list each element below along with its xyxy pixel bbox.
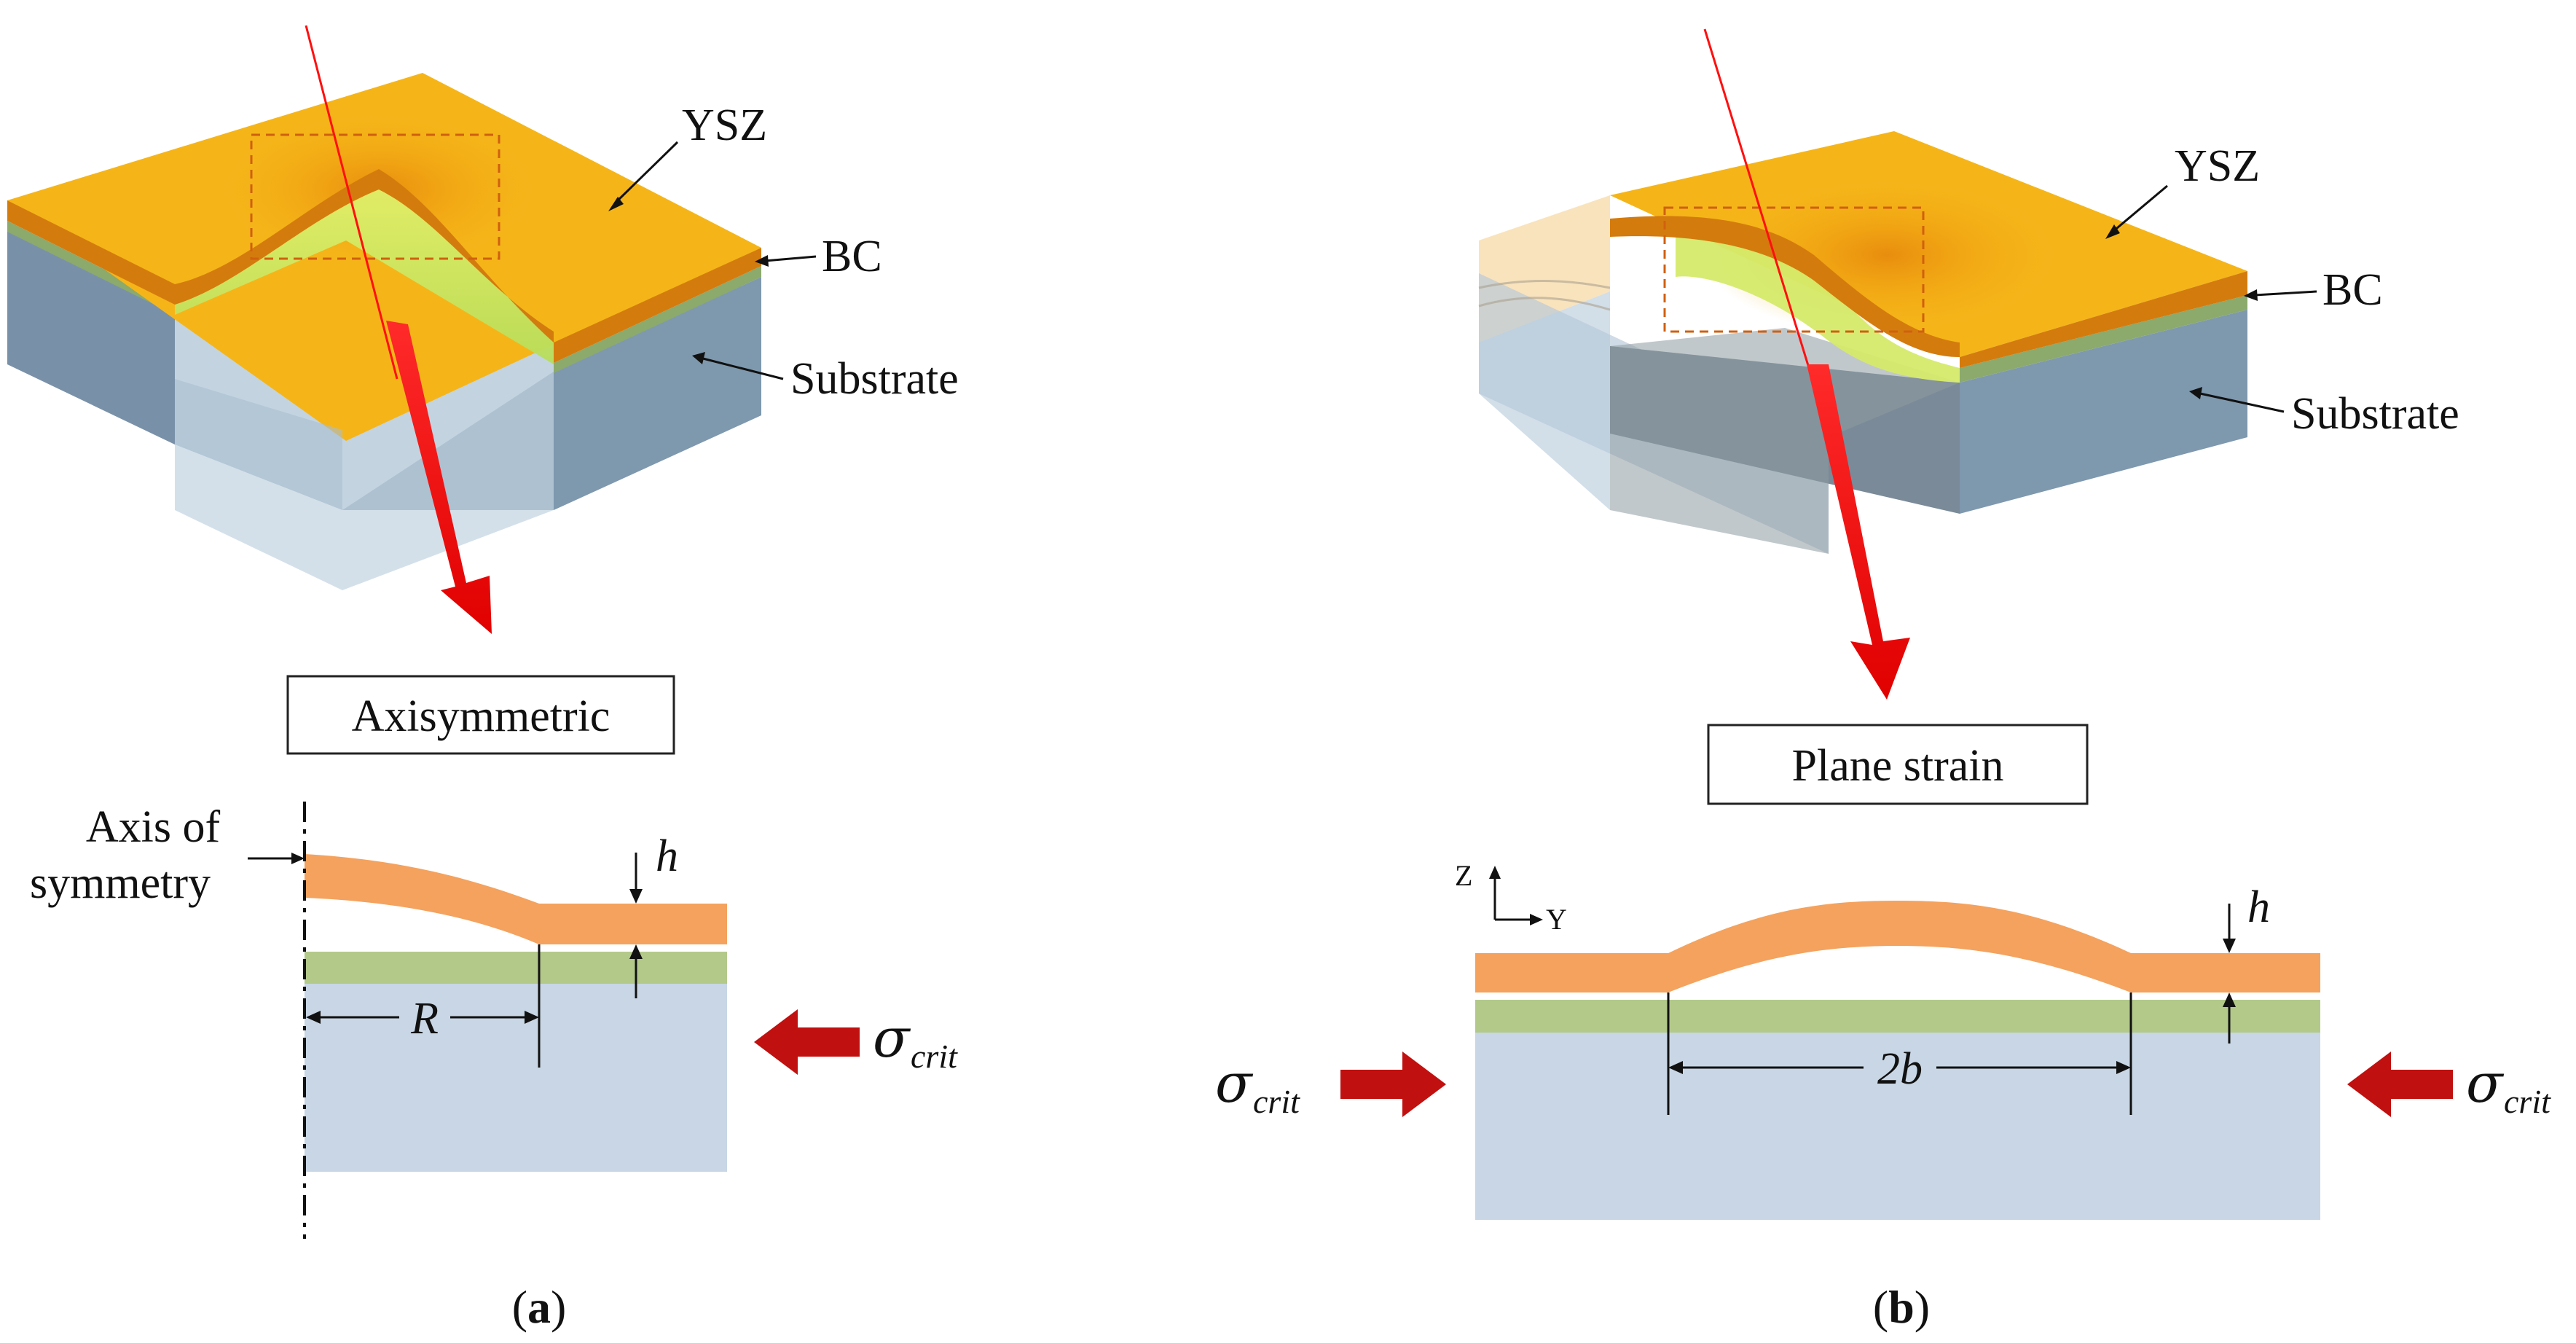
panel-a-sigma-symbol: σ: [873, 1007, 911, 1070]
panel-a-2d-section: [305, 854, 727, 1172]
panel-a-coating: [305, 854, 727, 944]
bc-right-strip: [554, 266, 761, 373]
blister-highlight-box-b: [1663, 206, 1925, 333]
panel-b-section-arrow: [1807, 364, 1910, 700]
panel-a-substrate-leader: [702, 357, 784, 380]
panel-b-substrate-leader: [2199, 392, 2285, 413]
panel-b-axis-z-label: Z: [1455, 859, 1472, 892]
panel-b-ysz-leader-head: [2105, 224, 2120, 239]
panel-b-bc-layer: [1475, 1000, 2320, 1033]
panel-a-substrate: [305, 984, 727, 1172]
panel-a-label-bc: BC: [822, 232, 882, 281]
panel-a-mode-box: [286, 675, 675, 755]
panel-b-sigma-left-symbol: σ: [1215, 1052, 1254, 1115]
panel-a-mode-label: Axisymmetric: [352, 692, 610, 741]
panel-b-sigma-left-subscript: crit: [1253, 1083, 1300, 1120]
panel-a-3d-block: [7, 73, 761, 590]
substrate-cut-bottom: [175, 445, 554, 590]
panel-b-ysz-leader: [2112, 184, 2168, 233]
panel-a-axis-leader-head: [291, 853, 305, 864]
panel-a-axis-label-line1: Axis of: [86, 802, 221, 852]
substrate-left-light-face: [175, 379, 342, 510]
blister-coating: [175, 169, 554, 342]
panel-b-bc-leader-head: [2244, 289, 2258, 301]
ysz-right-side: [554, 248, 761, 363]
panel-a-ysz-leader-head: [608, 197, 624, 211]
panel-a-label-ysz: YSZ: [682, 101, 767, 150]
panel-b-dim-2b: 2b: [1877, 1044, 1923, 1094]
panel-b-2b-label-bg: [1864, 1044, 1936, 1090]
ysz-left-side: [7, 200, 175, 305]
panel-a-ysz-leader: [614, 141, 679, 204]
panel-b-h-arrowhead-top: [2223, 939, 2236, 953]
panel-b-sigma-arrow-right: [2347, 1052, 2453, 1117]
panel-b-h-arrowhead-bottom: [2223, 992, 2236, 1007]
panel-a-sigma-arrow: [754, 1009, 860, 1075]
panel-b-caption: (b): [1873, 1281, 1930, 1333]
blister-green-core-b: [1676, 236, 1960, 383]
panel-a-bc-leader: [764, 255, 817, 262]
panel-a-substrate-leader-head: [692, 352, 705, 364]
panel-a-dim-h: h: [656, 831, 678, 881]
panel-b-bc-leader: [2254, 290, 2317, 297]
substrate-right-face: [554, 277, 761, 510]
panel-a-bc-leader-head: [755, 255, 769, 267]
panel-b-axis-y-label: Y: [1546, 903, 1567, 936]
panel-b-sigma-arrow-left: [1340, 1052, 1446, 1117]
panel-a-sigma-subscript: crit: [911, 1038, 958, 1075]
panel-b-sigma-right-symbol: σ: [2466, 1052, 2505, 1115]
panel-a-section-arrow: [386, 321, 492, 634]
bc-left-strip: [7, 221, 175, 315]
blister-highlight-box: [250, 133, 500, 260]
panel-b-label-ysz: YSZ: [2175, 141, 2260, 191]
substrate-cut-b: [1610, 328, 1960, 554]
substrate-cut-front: [342, 372, 554, 510]
panel-b-sigma-right-subscript: crit: [2504, 1083, 2551, 1120]
panel-b-3d-block: [1478, 131, 2247, 554]
panel-b-dim-h: h: [2247, 882, 2270, 932]
panel-a-label-substrate: Substrate: [790, 354, 959, 404]
panel-a-axis-label-line2: symmetry: [30, 858, 211, 908]
panel-a-r-label-bg: [399, 992, 450, 1039]
panel-a-r-head-right: [525, 1011, 539, 1024]
panel-b-mode-box: [1707, 724, 2089, 805]
ysz-right-side-b: [1960, 271, 2247, 368]
panel-b-section-line: [1703, 28, 1823, 409]
substrate-front-face: [7, 230, 175, 445]
blister-green-core: [175, 189, 554, 364]
panel-b-axis-y-head: [1530, 914, 1543, 925]
panel-b-coating: [1475, 901, 2320, 992]
ghost-waves: [1478, 280, 1611, 311]
bc-strip-b: [1960, 295, 2247, 383]
panel-a-h-arrowhead-top: [629, 889, 643, 904]
panel-b-2b-head-right: [2116, 1061, 2131, 1074]
panel-b-mode-label: Plane strain: [1792, 741, 2004, 791]
panel-b-2b-head-left: [1668, 1061, 1683, 1074]
panel-b-substrate-leader-head: [2189, 387, 2202, 399]
panel-a-bc-layer: [305, 952, 727, 984]
substrate-right-face-b: [1960, 310, 2247, 514]
panel-a-h-arrowhead-bottom: [629, 944, 643, 959]
panel-b-label-bc: BC: [2322, 265, 2383, 315]
panel-b-label-substrate: Substrate: [2291, 389, 2459, 439]
panel-b-axis-z-head: [1489, 866, 1501, 879]
blister-coating-b: [1610, 216, 1960, 357]
panel-a-caption: (a): [512, 1281, 567, 1333]
panel-a-section-line: [305, 25, 398, 380]
panel-a-dim-r: R: [410, 994, 439, 1044]
panel-a-r-head-left: [306, 1011, 321, 1024]
